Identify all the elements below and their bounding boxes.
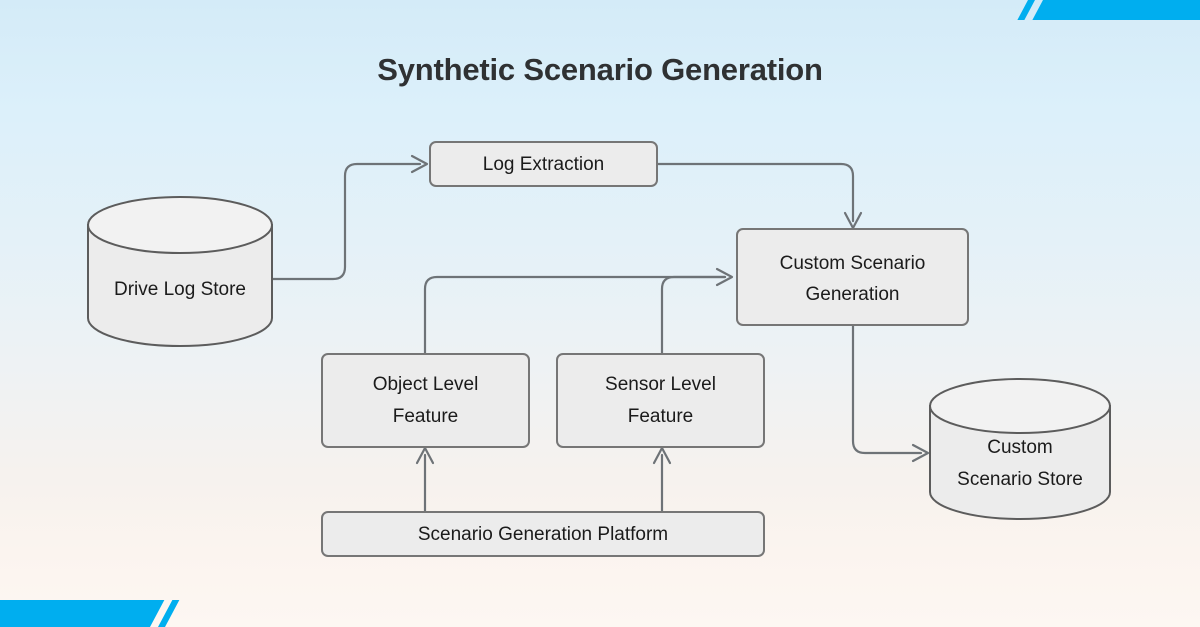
node-drive-log-store-label: Drive Log Store <box>114 279 246 300</box>
node-sensor-level-feature-label-line1: Sensor Level <box>605 374 716 395</box>
node-sensor-level-feature-label-line2: Feature <box>628 406 693 427</box>
node-object-level-feature-label-line1: Object Level <box>373 374 479 395</box>
page-title: Synthetic Scenario Generation <box>377 52 823 87</box>
edge-platform-to-object-level-feature <box>415 446 435 515</box>
edge-object-level-feature-to-custom-scenario-generation <box>423 275 727 355</box>
node-object-level-feature[interactable]: Object Level Feature <box>321 353 530 448</box>
edge-custom-scenario-generation-to-custom-scenario-store <box>851 323 930 463</box>
node-scenario-generation-platform[interactable]: Scenario Generation Platform <box>321 511 765 557</box>
node-custom-scenario-generation-label-line1: Custom Scenario <box>780 253 926 274</box>
node-custom-scenario-store[interactable]: Custom Scenario Store <box>929 378 1111 520</box>
node-sensor-level-feature[interactable]: Sensor Level Feature <box>556 353 765 448</box>
node-custom-scenario-generation[interactable]: Custom Scenario Generation <box>736 228 969 326</box>
node-log-extraction[interactable]: Log Extraction <box>429 141 658 187</box>
edge-sensor-level-feature-to-custom-scenario-generation <box>660 267 734 355</box>
edge-platform-to-sensor-level-feature <box>652 446 672 515</box>
node-custom-scenario-store-label-line2: Scenario Store <box>957 469 1083 490</box>
node-scenario-generation-platform-label: Scenario Generation Platform <box>418 524 668 545</box>
edge-log-extraction-to-custom-scenario-generation <box>655 162 863 230</box>
node-custom-scenario-generation-label-line2: Generation <box>805 284 899 305</box>
node-drive-log-store[interactable]: Drive Log Store <box>87 196 273 347</box>
node-object-level-feature-label-line2: Feature <box>393 406 458 427</box>
node-log-extraction-label: Log Extraction <box>483 154 604 175</box>
edge-drive-log-store-to-log-extraction <box>270 154 429 281</box>
node-custom-scenario-store-label-line1: Custom <box>987 437 1052 458</box>
